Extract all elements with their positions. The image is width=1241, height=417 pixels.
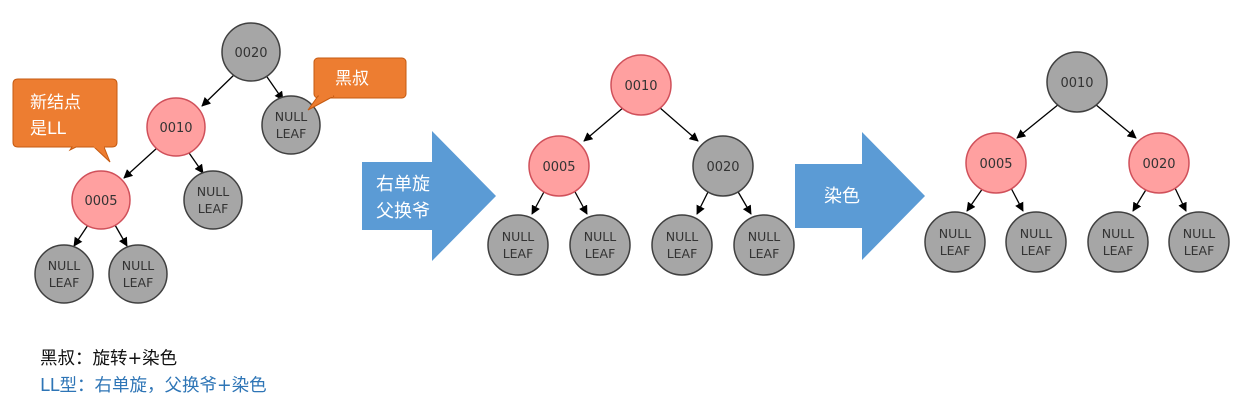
tree-3-root-node: 0010 bbox=[1046, 51, 1108, 113]
edge bbox=[264, 73, 284, 101]
step-arrow-rotate: 右单旋 父换爷 bbox=[362, 131, 496, 261]
leaf-leaf: LEAF bbox=[49, 275, 80, 290]
edge bbox=[201, 72, 237, 107]
caption-ll-rule: LL型：右单旋，父换爷+染色 bbox=[40, 376, 267, 396]
tree-2-leaf: NULL LEAF bbox=[733, 214, 795, 276]
leaf-null: NULL bbox=[197, 184, 229, 199]
edge bbox=[73, 224, 89, 247]
leaf-leaf: LEAF bbox=[667, 246, 698, 261]
tree-3-leaf: NULL LEAF bbox=[1087, 211, 1149, 273]
leaf-null: NULL bbox=[122, 258, 154, 273]
leaf-null: NULL bbox=[48, 258, 80, 273]
leaf-null: NULL bbox=[275, 109, 307, 124]
step-rotate-line-2: 父换爷 bbox=[376, 201, 430, 222]
leaf-null: NULL bbox=[1102, 226, 1134, 241]
step-rotate-line-1: 右单旋 bbox=[376, 174, 430, 195]
leaf-leaf: LEAF bbox=[585, 246, 616, 261]
leaf-leaf: LEAF bbox=[749, 246, 780, 261]
leaf-leaf: LEAF bbox=[276, 126, 307, 141]
tree-2-root-node: 0010 bbox=[610, 54, 672, 116]
node-label: 0010 bbox=[1060, 76, 1093, 91]
leaf-leaf: LEAF bbox=[1021, 243, 1052, 258]
tree-2-leaf: NULL LEAF bbox=[487, 214, 549, 276]
tree-2-edges bbox=[531, 106, 752, 215]
node-label: 0005 bbox=[542, 160, 575, 175]
node-label: 0010 bbox=[159, 121, 192, 136]
edge bbox=[531, 189, 546, 215]
edge bbox=[658, 106, 699, 142]
tree-1-parent-node: 0010 bbox=[146, 97, 206, 157]
leaf-leaf: LEAF bbox=[198, 201, 229, 216]
edge bbox=[1132, 187, 1148, 212]
tree-3-leaf: NULL LEAF bbox=[924, 211, 986, 273]
node-label: 0005 bbox=[84, 194, 117, 209]
leaf-leaf: LEAF bbox=[1103, 243, 1134, 258]
tree-1-root-node: 0020 bbox=[221, 22, 281, 82]
edge bbox=[1016, 103, 1060, 139]
edge bbox=[186, 149, 204, 174]
leaf-null: NULL bbox=[939, 226, 971, 241]
edge bbox=[1010, 187, 1024, 212]
callout-line-1: 新结点 bbox=[30, 93, 81, 113]
edge bbox=[696, 189, 710, 215]
tree-2-right-node: 0020 bbox=[692, 135, 754, 197]
callout-black-uncle: 黑叔 bbox=[307, 57, 407, 111]
tree-2-leaf: NULL LEAF bbox=[569, 214, 631, 276]
edge bbox=[966, 187, 984, 212]
tree-1-uncle-leaf: NULL LEAF bbox=[261, 95, 321, 155]
leaf-null: NULL bbox=[502, 229, 534, 244]
leaf-null: NULL bbox=[666, 229, 698, 244]
node-label: 0005 bbox=[979, 157, 1012, 172]
edge bbox=[573, 189, 588, 215]
leaf-leaf: LEAF bbox=[123, 275, 154, 290]
tree-1-new-node: 0005 bbox=[71, 170, 131, 230]
caption-black-uncle-rule: 黑叔：旋转+染色 bbox=[40, 349, 178, 369]
tree-3-edges bbox=[966, 103, 1187, 212]
tree-1-edges bbox=[73, 72, 284, 247]
step-arrow-recolor: 染色 bbox=[795, 132, 925, 260]
tree-1-leaf: NULL LEAF bbox=[34, 244, 94, 304]
tree-3-right-node: 0020 bbox=[1128, 132, 1190, 194]
tree-3-leaf: NULL LEAF bbox=[1005, 211, 1067, 273]
node-label: 0020 bbox=[706, 160, 739, 175]
leaf-leaf: LEAF bbox=[940, 243, 971, 258]
tree-2-leaf: NULL LEAF bbox=[651, 214, 713, 276]
callout-new-node-ll: 新结点 是LL bbox=[12, 78, 118, 163]
edge bbox=[1174, 187, 1187, 212]
node-label: 0020 bbox=[1142, 157, 1175, 172]
tree-1-leaf: NULL LEAF bbox=[183, 170, 243, 230]
edge bbox=[1094, 103, 1137, 139]
leaf-null: NULL bbox=[1183, 226, 1215, 241]
tree-1-leaf: NULL LEAF bbox=[108, 244, 168, 304]
edge bbox=[123, 147, 158, 179]
edge bbox=[736, 189, 752, 215]
edge bbox=[583, 106, 625, 142]
leaf-leaf: LEAF bbox=[1184, 243, 1215, 258]
node-label: 0020 bbox=[234, 46, 267, 61]
edge bbox=[114, 224, 128, 247]
leaf-null: NULL bbox=[748, 229, 780, 244]
callout-uncle-text: 黑叔 bbox=[335, 69, 369, 89]
leaf-null: NULL bbox=[584, 229, 616, 244]
callout-line-2: 是LL bbox=[30, 119, 66, 139]
node-label: 0010 bbox=[624, 79, 657, 94]
leaf-null: NULL bbox=[1020, 226, 1052, 241]
step-recolor-label: 染色 bbox=[824, 186, 860, 207]
tree-3-leaf: NULL LEAF bbox=[1168, 211, 1230, 273]
leaf-leaf: LEAF bbox=[503, 246, 534, 261]
tree-2-left-node: 0005 bbox=[528, 135, 590, 197]
tree-3-left-node: 0005 bbox=[965, 132, 1027, 194]
